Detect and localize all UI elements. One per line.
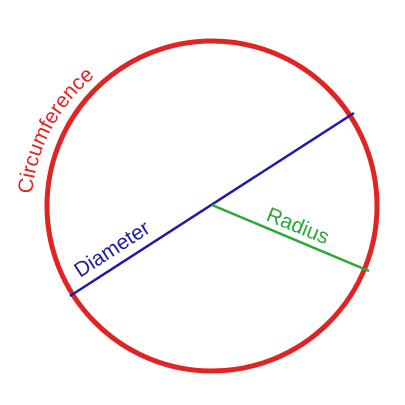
circumference-circle <box>44 38 380 374</box>
diameter-line <box>69 111 355 298</box>
circumference-label-text: Circumference <box>14 63 98 195</box>
radius-line <box>211 203 370 273</box>
circumference-label: Circumference <box>14 63 98 195</box>
